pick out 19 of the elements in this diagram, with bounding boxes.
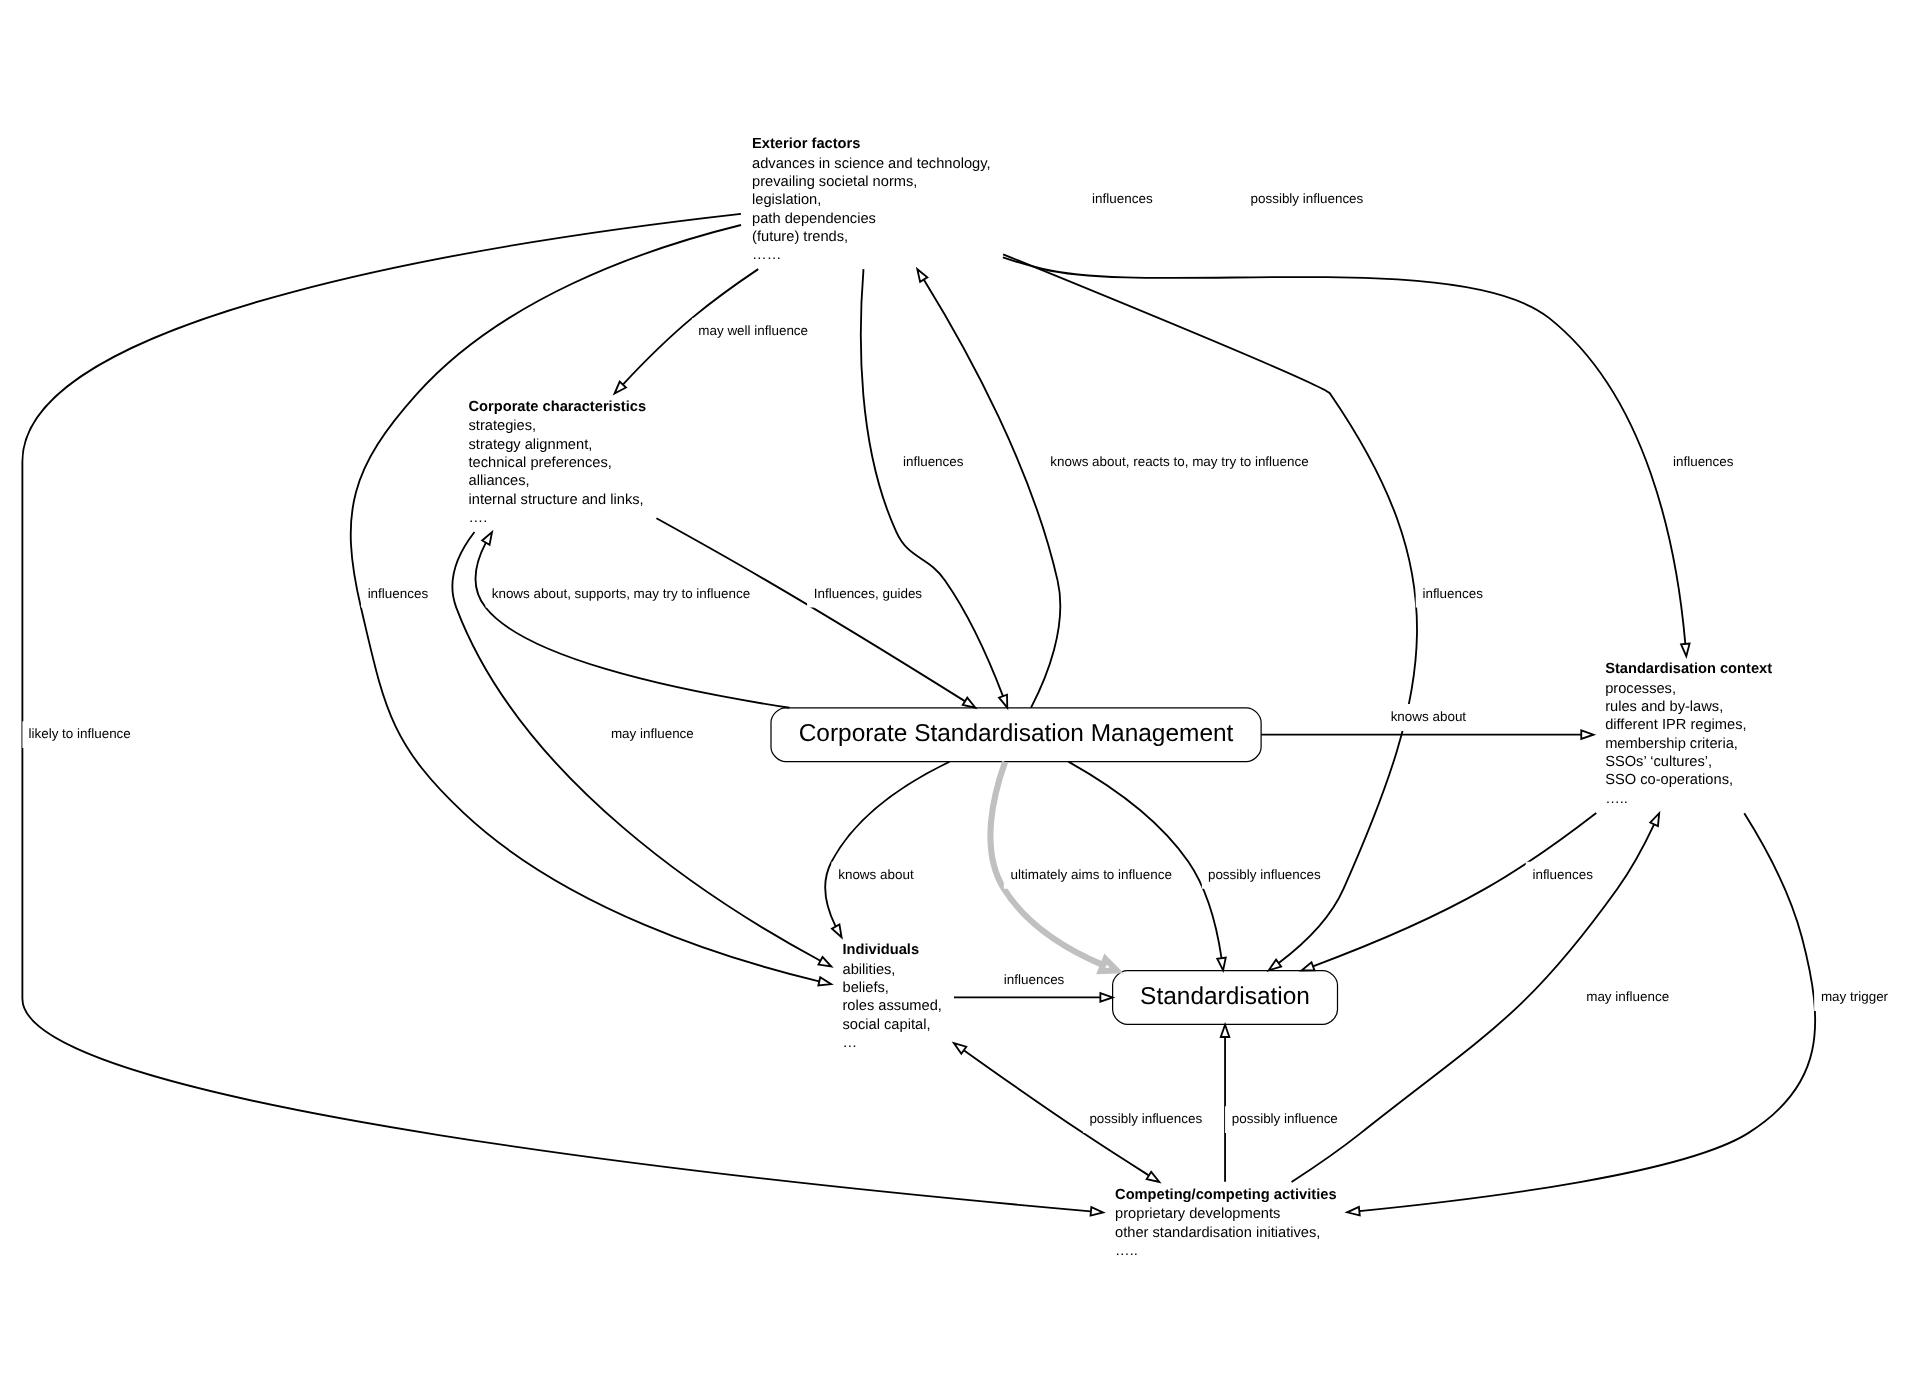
arrow [1001, 255, 1691, 658]
arrow [1067, 759, 1227, 973]
arrow [1344, 811, 1817, 1216]
arrow [350, 223, 834, 986]
arrow [1219, 1021, 1231, 1182]
arrow [859, 267, 1009, 710]
arrow [951, 1040, 1162, 1183]
arrow [1290, 809, 1661, 1182]
arrow [655, 516, 978, 709]
arrow [915, 265, 1062, 708]
arrow [1260, 728, 1597, 740]
node-box: Corporate Standardisation Management [770, 706, 1262, 762]
node-box: Standardisation [1112, 968, 1339, 1024]
arrow [953, 990, 1116, 1002]
arrow [451, 530, 834, 967]
arrow [474, 528, 791, 708]
arrow [612, 267, 760, 395]
arrow [824, 759, 951, 939]
arrow [987, 759, 1124, 974]
